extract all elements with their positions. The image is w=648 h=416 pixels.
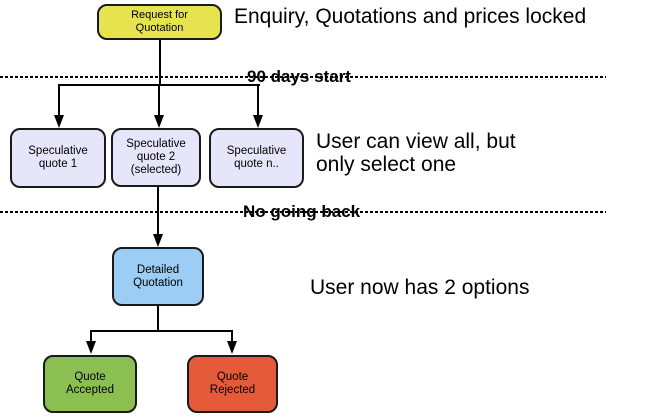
connector-detailed-to-branch bbox=[157, 306, 159, 332]
phase-divider-90-days bbox=[0, 76, 606, 78]
connector-request-to-branch bbox=[159, 40, 161, 86]
node-quote-rejected: Quote Rejected bbox=[187, 355, 278, 413]
node-request-for-quotation: Request for Quotation bbox=[97, 4, 222, 40]
connector-branch-to-spec1 bbox=[58, 86, 60, 116]
arrow-down-icon bbox=[253, 115, 263, 128]
node-speculative-quote-2: Speculative quote 2 (selected) bbox=[111, 128, 201, 187]
node-detailed-quotation: Detailed Quotation bbox=[112, 247, 204, 306]
node-speculative-quote-n: Speculative quote n.. bbox=[209, 128, 304, 188]
arrow-down-icon bbox=[86, 341, 96, 354]
annotation-enquiry-quotations-locked: Enquiry, Quotations and prices locked bbox=[234, 5, 587, 28]
phase-label-90-days-start: 90 days start bbox=[247, 67, 351, 86]
branch-line-outcome bbox=[90, 330, 233, 332]
phase-divider-no-going-back bbox=[0, 211, 606, 213]
phase-label-no-going-back: No going back bbox=[243, 202, 361, 221]
arrow-down-icon bbox=[154, 115, 164, 128]
arrow-down-icon bbox=[227, 341, 237, 354]
connector-branch-to-specn bbox=[257, 86, 259, 116]
branch-line-speculative bbox=[58, 84, 260, 86]
annotation-user-two-options: User now has 2 options bbox=[310, 276, 530, 299]
node-quote-accepted: Quote Accepted bbox=[43, 355, 137, 413]
arrow-down-icon bbox=[153, 234, 163, 247]
annotation-user-can-view-all: User can view all, but only select one bbox=[316, 130, 516, 176]
connector-branch-to-accepted bbox=[90, 332, 92, 342]
connector-branch-to-spec2 bbox=[158, 86, 160, 116]
arrow-down-icon bbox=[54, 115, 64, 128]
node-speculative-quote-1: Speculative quote 1 bbox=[10, 128, 106, 188]
connector-branch-to-rejected bbox=[231, 332, 233, 342]
